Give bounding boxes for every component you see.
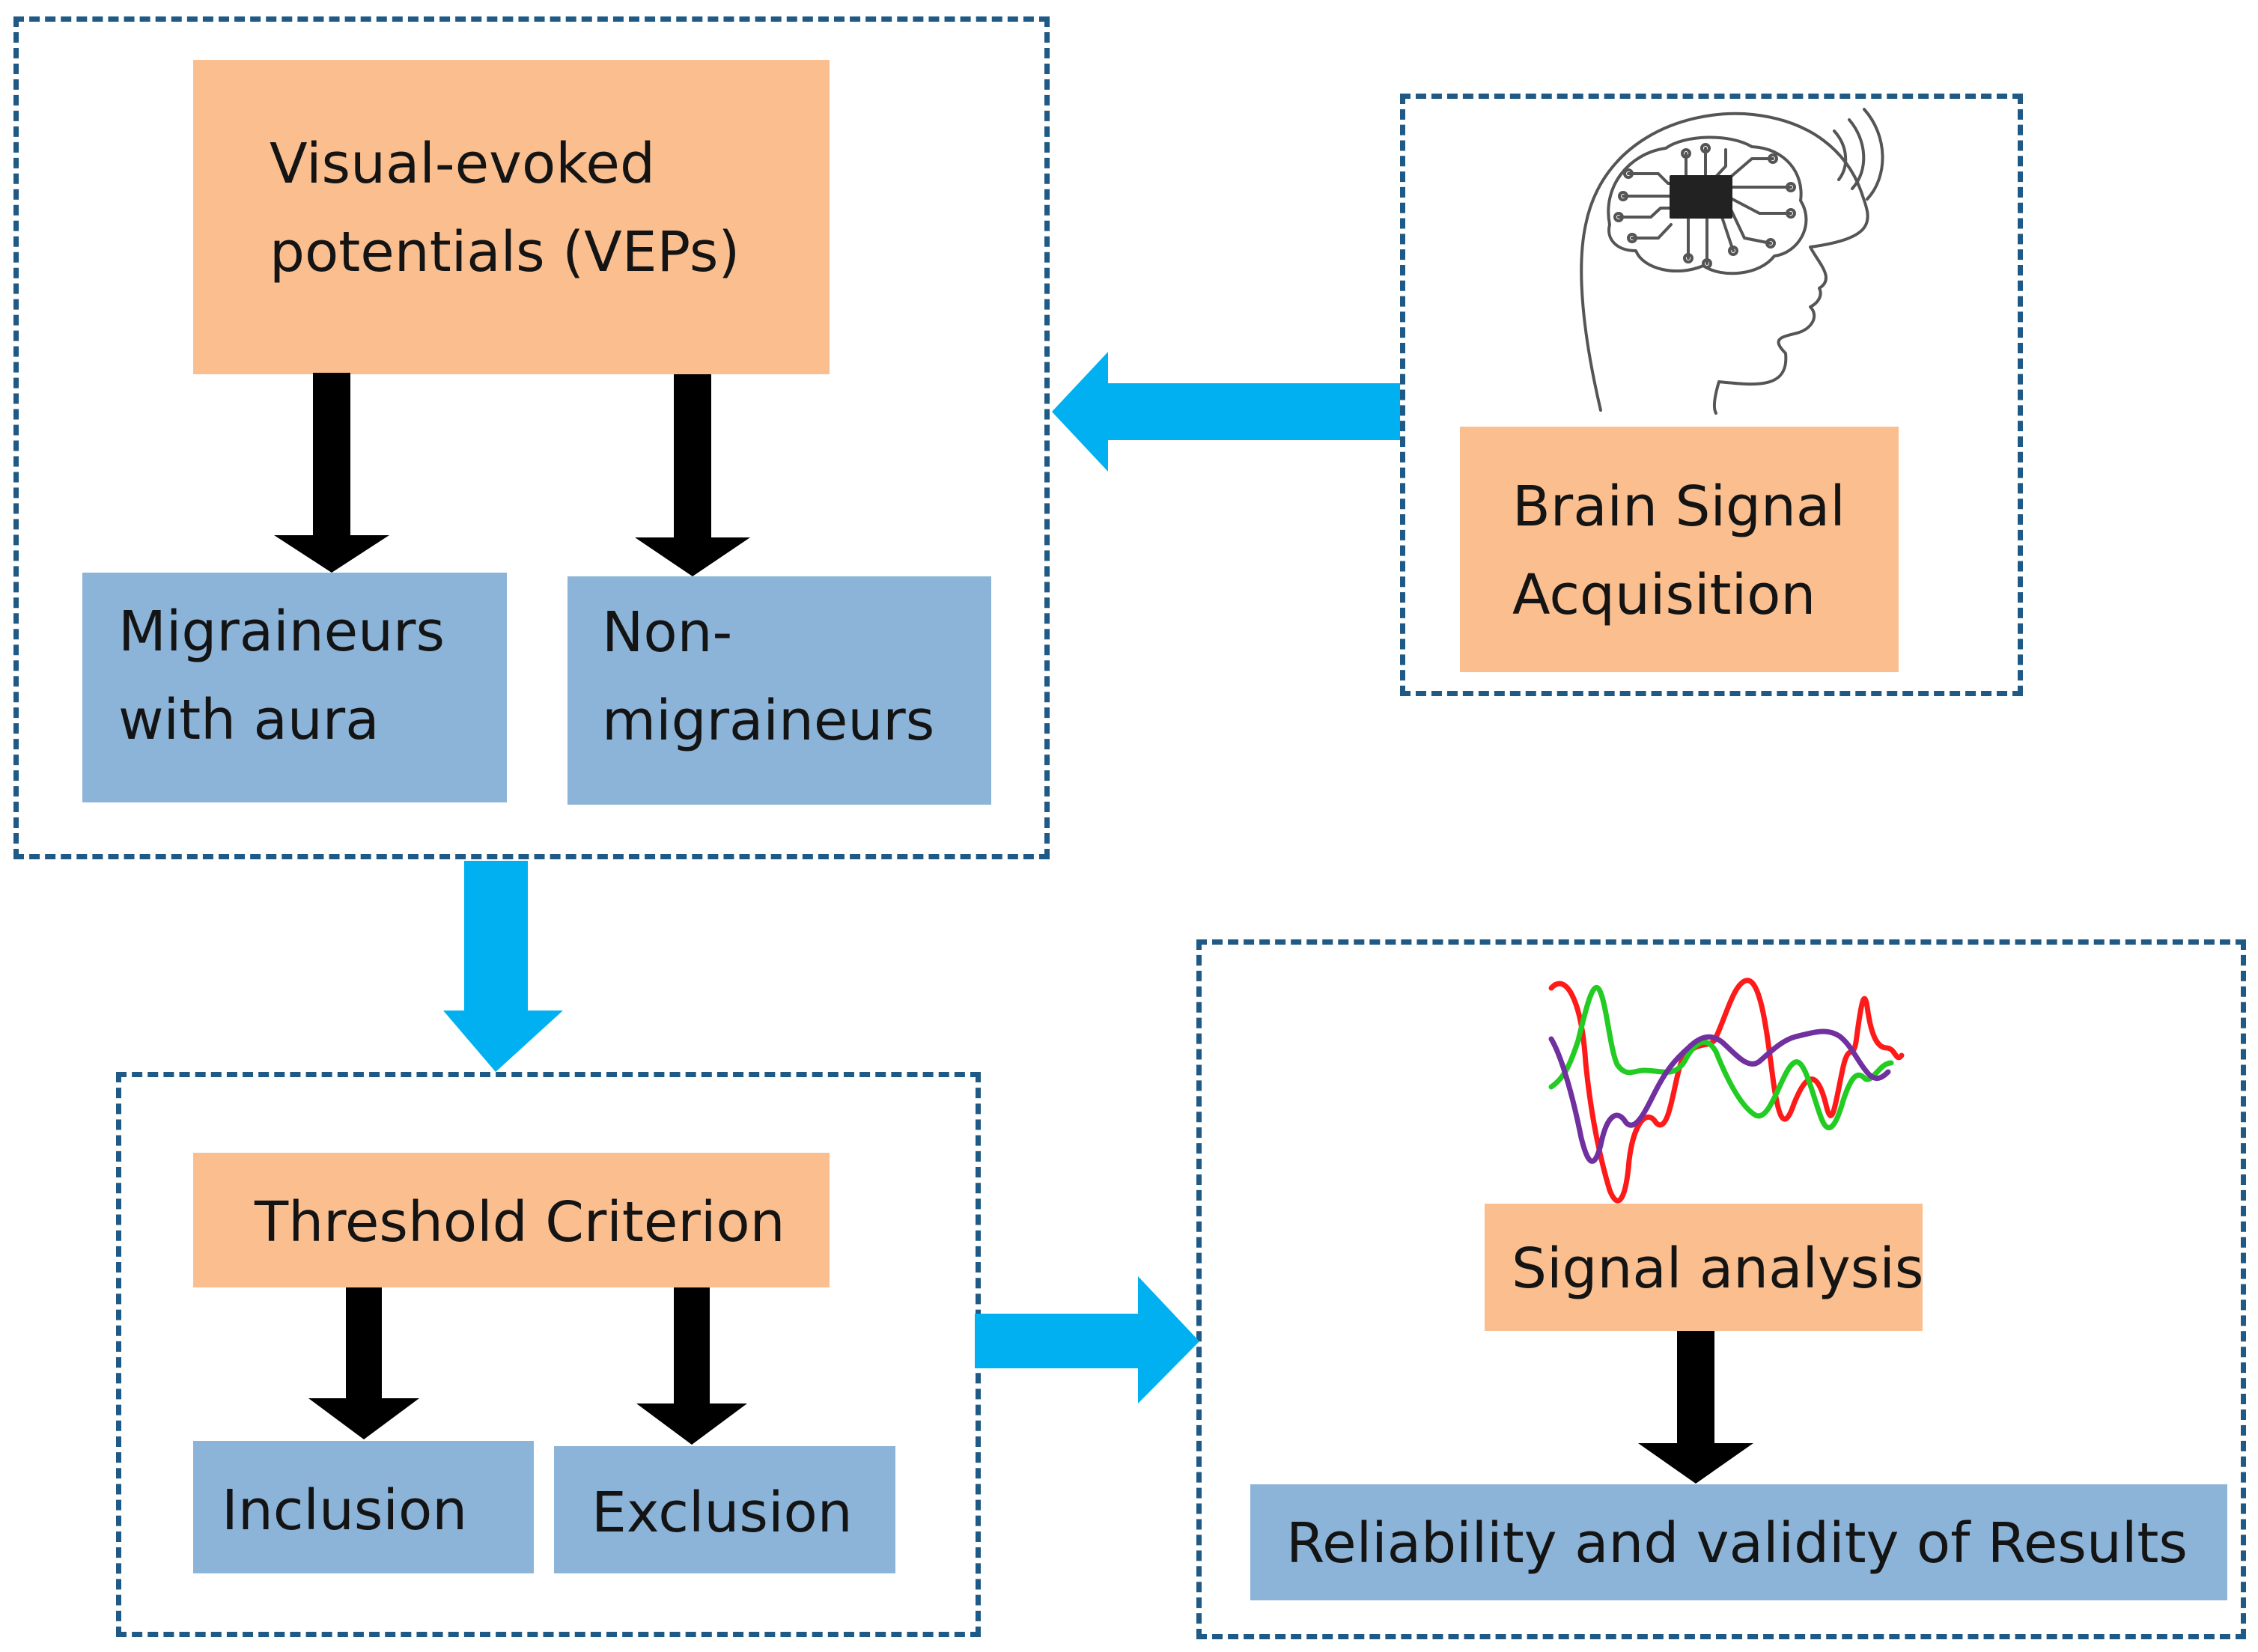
flow-arrow-vep-to-threshold	[443, 861, 563, 1072]
arrow-analysis-to-results	[1638, 1331, 1753, 1484]
eeg-wave-purple	[1548, 1028, 1891, 1164]
group1-line2: with aura	[118, 688, 380, 753]
acquisition-panel	[1400, 94, 2023, 696]
threshold-criterion-box: Threshold Criterion	[193, 1153, 830, 1287]
flow-arrow-threshold-to-analysis	[975, 1276, 1199, 1403]
group1-line1: Migraineurs	[118, 600, 445, 664]
signal-analysis-label: Signal analysis	[1512, 1237, 1924, 1301]
migraineurs-with-aura-box: Migraineurs with aura	[82, 573, 507, 802]
non-migraineurs-box: Non- migraineurs	[567, 576, 991, 805]
vep-panel	[13, 16, 1050, 859]
signal-analysis-box: Signal analysis	[1485, 1204, 1923, 1331]
analysis-panel	[1196, 939, 2246, 1639]
eeg-wave-red	[1548, 978, 1905, 1204]
vep-title-line2: potentials (VEPs)	[270, 220, 740, 285]
brain-circuit-head-icon	[1580, 108, 1884, 415]
acquisition-line2: Acquisition	[1512, 563, 1816, 628]
arrow-threshold-to-inclusion	[308, 1287, 419, 1439]
vep-title-line1: Visual-evoked	[270, 132, 655, 196]
arrow-vep-to-migraineurs	[274, 373, 389, 573]
eeg-wave-green	[1548, 985, 1894, 1130]
reliability-label: Reliability and validity of Results	[1286, 1511, 2188, 1576]
threshold-title: Threshold Criterion	[255, 1190, 785, 1255]
brain-signal-acquisition-box: Brain Signal Acquisition	[1460, 427, 1899, 672]
flow-arrow-acquisition-to-vep	[1052, 352, 1400, 472]
exclusion-box: Exclusion	[554, 1446, 895, 1573]
eeg-waveform-icon	[1548, 978, 1905, 1204]
reliability-results-box: Reliability and validity of Results	[1250, 1484, 2227, 1600]
inclusion-label: Inclusion	[222, 1478, 468, 1543]
arrow-threshold-to-exclusion	[636, 1287, 747, 1445]
acquisition-line1: Brain Signal	[1512, 475, 1845, 539]
vep-title-box: Visual-evoked potentials (VEPs)	[193, 60, 830, 374]
arrow-vep-to-non-migraineurs	[635, 374, 750, 576]
group2-line2: migraineurs	[602, 689, 935, 754]
group2-line1: Non-	[602, 600, 733, 665]
inclusion-box: Inclusion	[193, 1441, 534, 1573]
exclusion-label: Exclusion	[591, 1481, 853, 1545]
